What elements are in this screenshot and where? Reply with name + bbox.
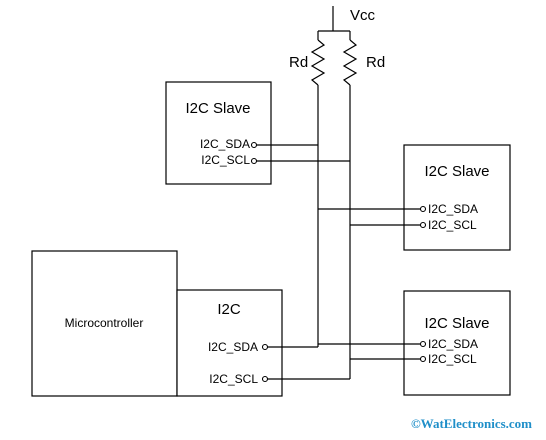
rd-left-resistor xyxy=(310,39,326,86)
slave-1-sda-pin xyxy=(250,141,258,149)
microcontroller-label: Microcontroller xyxy=(65,316,144,330)
master-i2c-box xyxy=(176,289,283,397)
slave-1-title: I2C Slave xyxy=(185,100,250,117)
master-sda-pin xyxy=(261,343,269,351)
rd-right-label: Rd xyxy=(366,54,385,71)
microcontroller-box xyxy=(31,250,178,397)
slave-1-sda-label: I2C_SDA xyxy=(200,137,250,151)
slave-3-scl-pin xyxy=(419,355,427,363)
master-scl-label: I2C_SCL xyxy=(209,372,258,386)
rd-left-label: Rd xyxy=(289,54,308,71)
slave-3-title: I2C Slave xyxy=(424,315,489,332)
slave-2-title: I2C Slave xyxy=(424,163,489,180)
slave-2-sda-pin xyxy=(419,205,427,213)
slave-2-scl-label: I2C_SCL xyxy=(428,218,477,232)
slave-1-scl-pin xyxy=(250,157,258,165)
slave-2-sda-label: I2C_SDA xyxy=(428,202,478,216)
slave-2-scl-pin xyxy=(419,221,427,229)
slave-3-sda-label: I2C_SDA xyxy=(428,337,478,351)
rd-right-resistor xyxy=(342,39,358,86)
vcc-label: Vcc xyxy=(350,7,376,24)
master-sda-label: I2C_SDA xyxy=(208,340,258,354)
master-i2c-title: I2C xyxy=(217,301,241,318)
slave-3-sda-pin xyxy=(419,340,427,348)
master-scl-pin xyxy=(261,375,269,383)
slave-3-scl-label: I2C_SCL xyxy=(428,352,477,366)
slave-2-box xyxy=(403,144,511,251)
watermark: ©WatElectronics.com xyxy=(411,416,532,431)
slave-1-box xyxy=(165,81,272,185)
slave-1-scl-label: I2C_SCL xyxy=(201,153,250,167)
